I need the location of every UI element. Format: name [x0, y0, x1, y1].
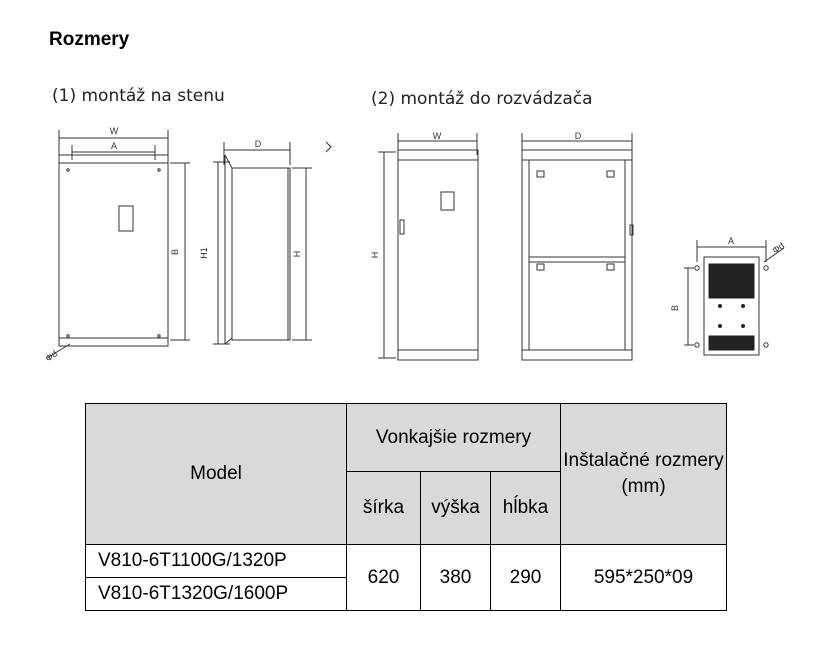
cabinet-front-view: W H — [370, 131, 479, 361]
caption-wall-mount: (1) montáž na stenu — [52, 86, 225, 106]
height-value: 380 — [420, 544, 491, 611]
label-B: B — [170, 249, 180, 255]
label-plate-B: B — [670, 305, 680, 311]
label-H1: H1 — [199, 247, 209, 259]
width-value: 620 — [346, 544, 421, 611]
label-cabinet-D: D — [575, 131, 582, 141]
wall-mount-front-view: W A B Φd — [43, 126, 190, 364]
depth-header: hĺbka — [490, 471, 561, 545]
technical-drawings: W A B Φd D — [43, 126, 786, 364]
width-header: šírka — [346, 471, 421, 545]
label-H: H — [292, 251, 302, 258]
label-plate-A: A — [728, 236, 734, 246]
cabinet-side-view: D — [521, 131, 634, 361]
model-header: Model — [85, 403, 347, 545]
install-dimensions-header: Inštalačné rozmery (mm) — [560, 403, 727, 545]
label-W: W — [110, 126, 119, 136]
mounting-plate-view: A Φd B — [670, 236, 786, 356]
label-cabinet-H: H — [370, 252, 380, 259]
label-phi-d: Φd — [43, 348, 59, 363]
label-D: D — [255, 139, 262, 149]
model-row-1: V810-6T1100G/1320P — [85, 544, 347, 578]
label-A: A — [111, 141, 117, 151]
wall-mount-side-view: D H1 H — [199, 139, 332, 345]
caption-cabinet-mount: (2) montáž do rozvádzača — [371, 89, 593, 109]
outer-dimensions-header: Vonkajšie rozmery — [346, 403, 561, 472]
model-row-2: V810-6T1320G/1600P — [85, 577, 347, 611]
dimensions-table: Model Vonkajšie rozmery Inštalačné rozme… — [85, 403, 727, 611]
label-plate-phi-d: Φd — [770, 240, 786, 255]
install-value: 595*250*09 — [560, 544, 727, 611]
label-cabinet-W: W — [433, 131, 442, 141]
height-header: výška — [420, 471, 491, 545]
page-title: Rozmery — [49, 29, 130, 50]
depth-value: 290 — [490, 544, 561, 611]
